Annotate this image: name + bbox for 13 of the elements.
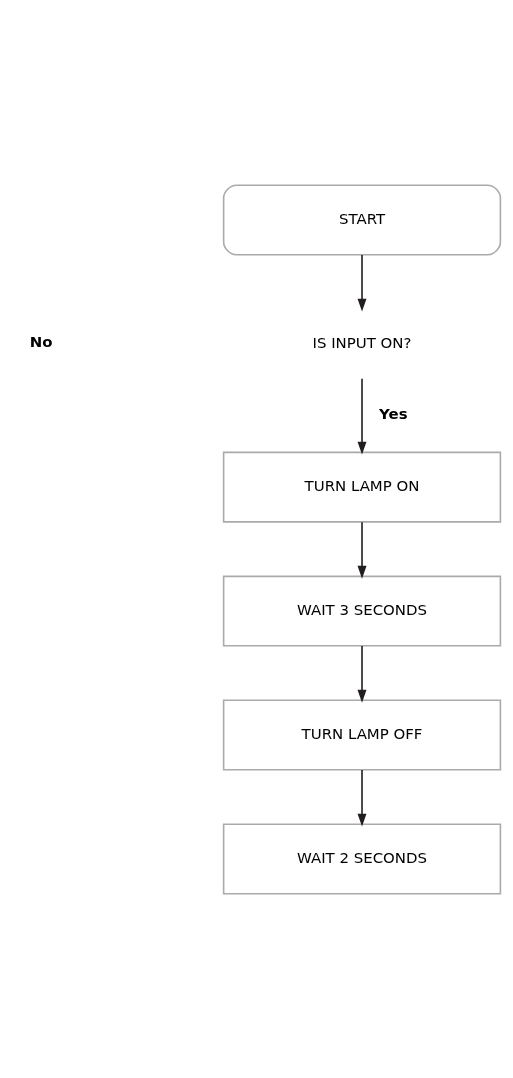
label: No — [29, 332, 53, 351]
node-box: TURN LAMP ON — [222, 451, 502, 523]
arrow — [357, 377, 367, 454]
arrow — [357, 768, 367, 827]
node-box: WAIT 2 SECONDS — [222, 822, 502, 895]
edge-label: Yes — [379, 404, 408, 423]
arrow — [357, 253, 367, 312]
arrow — [357, 520, 367, 579]
node-box: START — [222, 183, 502, 256]
node-box: TURN LAMP OFF — [222, 699, 502, 771]
arrow — [357, 644, 367, 703]
node-text: IS INPUT ON? — [312, 333, 412, 352]
node-box: WAIT 3 SECONDS — [222, 575, 502, 647]
